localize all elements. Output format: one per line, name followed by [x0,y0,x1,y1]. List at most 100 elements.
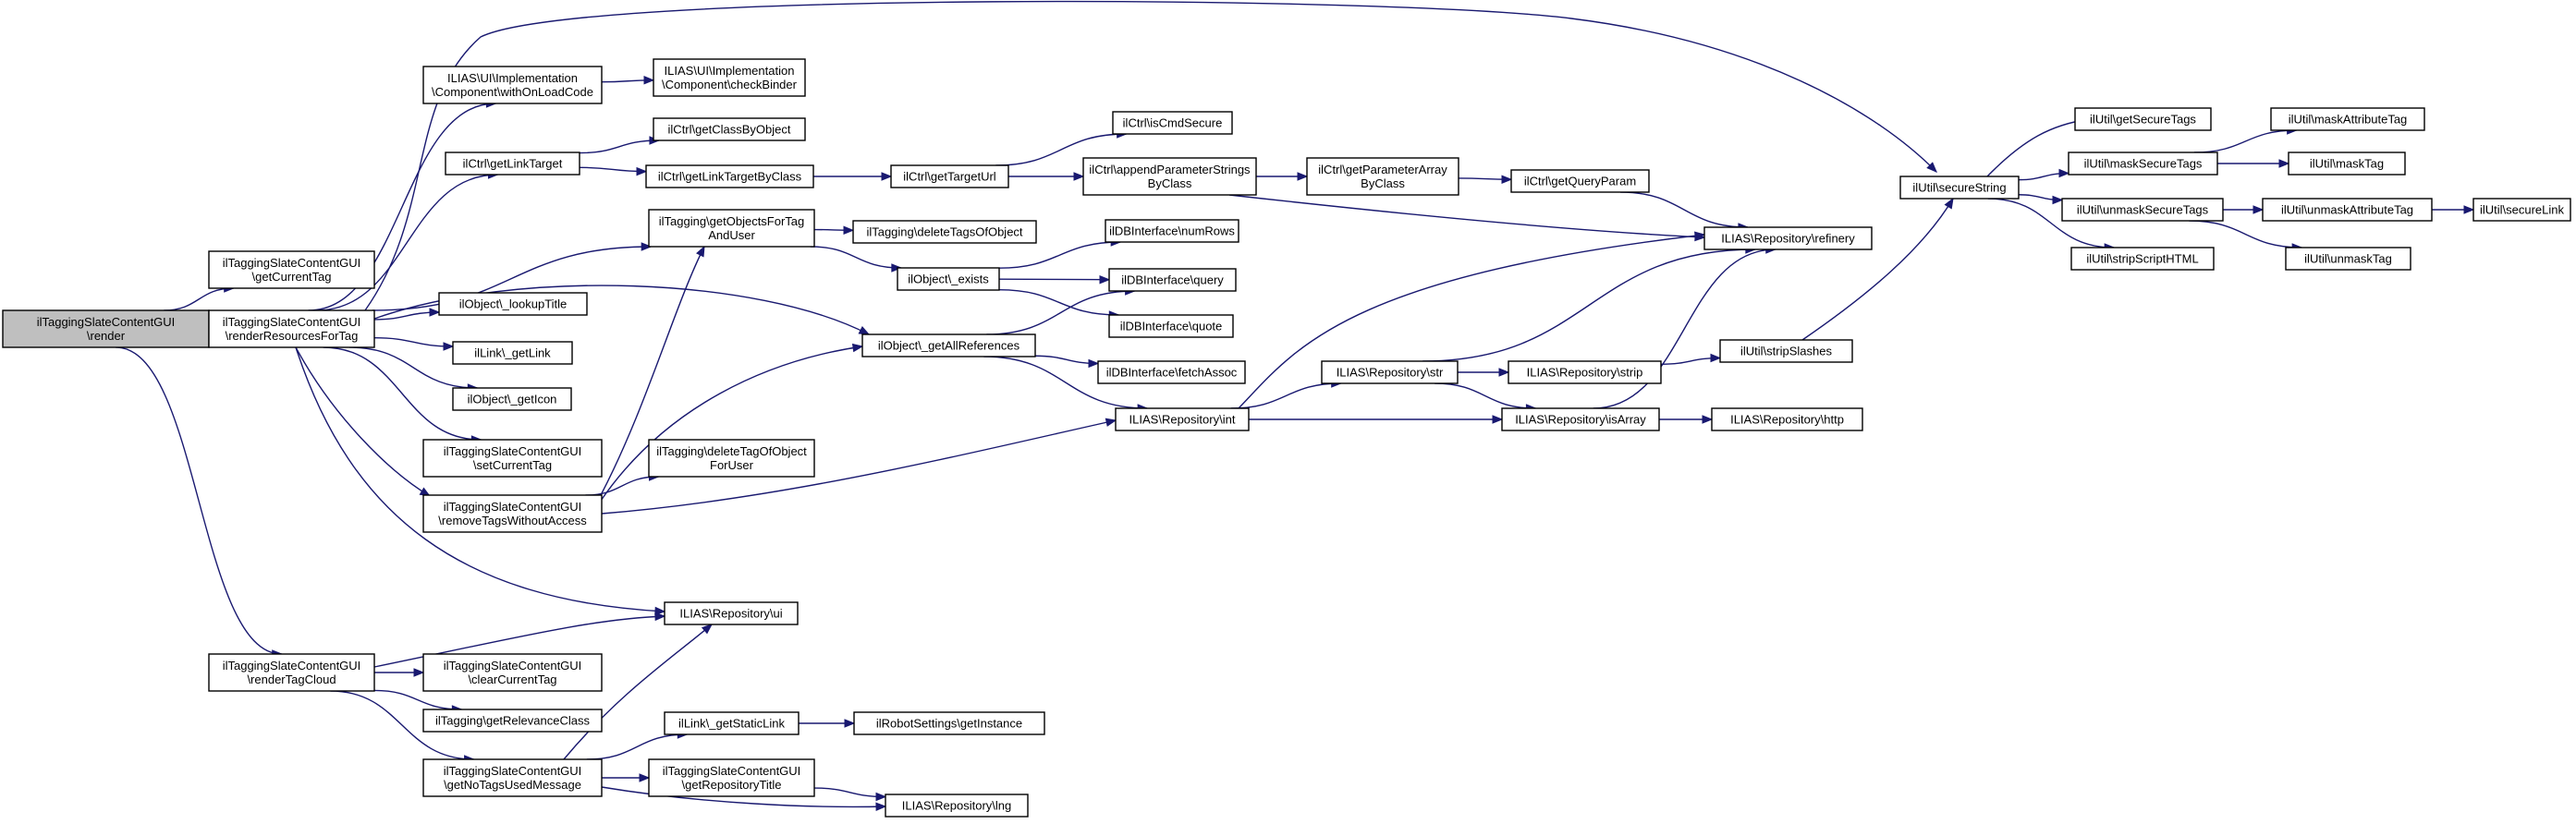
node-fetchAssoc[interactable]: ilDBInterface\fetchAssoc [1097,360,1246,384]
edge-getQueryParam-to-refinery [1620,191,1750,232]
node-numRows[interactable]: ilDBInterface\numRows [1105,219,1239,243]
node-http[interactable]: ILIAS\Repository\http [1711,407,1863,431]
edge-arrowhead [2058,168,2070,178]
node-label-line: \clearCurrentTag [468,673,556,686]
node-getLinkTarget[interactable]: ilCtrl\getLinkTarget [445,151,580,176]
node-label-line: ilTagging\deleteTagOfObject [656,444,807,458]
node-box [2472,198,2571,222]
node-label-line: ilTaggingSlateContentGUI [444,444,582,458]
node-isArray[interactable]: ILIAS\Repository\isArray [1501,407,1660,431]
node-label-line: ilCtrl\getParameterArray [1318,163,1447,176]
edge-line [579,166,647,173]
edge-arrowhead [1710,353,1722,363]
node-maskTag[interactable]: ilUtil\maskTag [2288,151,2406,176]
node-lng[interactable]: ILIAS\Repository\lng [885,794,1029,818]
node-label-line: ILIAS\Repository\refinery [1721,232,1855,246]
edge-isArray-to-http [1658,415,1714,424]
node-getInstance[interactable]: ilRobotSettings\getInstance [853,711,1045,735]
edge-removeTagsWithoutAccess-to-getObjectsForTagAndUser [600,245,705,496]
edge-line [600,246,705,496]
node-box [438,292,588,316]
node-getNoTagsUsedMessage[interactable]: ilTaggingSlateContentGUI\getNoTagsUsedMe… [422,758,603,797]
node-strip[interactable]: ILIAS\Repository\strip [1508,360,1662,384]
node-isCmdSecure[interactable]: ilCtrl\isCmdSecure [1112,111,1233,135]
node-box [208,309,375,348]
edge-arrowhead [1297,172,1309,181]
node-checkBinder[interactable]: ILIAS\UI\Implementation\Component\checkB… [653,58,806,97]
node-label-line: \getNoTagsUsedMessage [444,778,581,792]
node-box [853,711,1045,735]
node-secureString[interactable]: ilUtil\secureString [1899,176,2020,200]
node-getSecureTags[interactable]: ilUtil\getSecureTags [2074,107,2212,131]
node-label-line: ilDBInterface\numRows [1109,224,1235,238]
node-getTargetUrl[interactable]: ilCtrl\getTargetUrl [890,164,1009,188]
edge-line [316,174,498,311]
node-getClassByObject[interactable]: ilCtrl\getClassByObject [653,117,806,141]
node-label-line: ilTagging\getObjectsForTag [659,214,805,228]
edge-getRepositoryTitle-to-lng [813,787,887,802]
node-getAllReferences[interactable]: ilObject\_getAllReferences [861,333,1036,357]
node-deleteTagsOfObject[interactable]: ilTagging\deleteTagsOfObject [852,220,1037,244]
node-maskAttributeTag[interactable]: ilUtil\maskAttributeTag [2270,107,2425,131]
node-refinery[interactable]: ILIAS\Repository\refinery [1703,226,1873,250]
node-label-line: ILIAS\Repository\int [1129,413,1236,427]
node-unmaskSecureTags[interactable]: ilUtil\unmaskSecureTags [2061,198,2224,222]
node-box [422,66,603,104]
node-getIcon[interactable]: ilObject\_getIcon [452,387,572,411]
node-getCurrentTag[interactable]: ilTaggingSlateContentGUI\getCurrentTag [208,250,375,289]
node-label-line: \Component\withOnLoadCode [432,85,593,99]
node-setCurrentTag[interactable]: ilTaggingSlateContentGUI\setCurrentTag [422,439,603,478]
edge-renderResourcesForTag-to-lookupTitle [373,308,441,321]
node-label-line: ilTaggingSlateContentGUI [223,256,361,270]
node-exists[interactable]: ilObject\_exists [897,267,1000,291]
node-label-line: ByClass [1361,176,1405,190]
node-label-line: ilUtil\unmaskAttributeTag [2281,203,2413,217]
node-renderResourcesForTag[interactable]: ilTaggingSlateContentGUI\renderResources… [208,309,375,348]
node-stripScriptHTML[interactable]: ilUtil\stripScriptHTML [2070,247,2215,271]
edge-getStaticLink-to-getInstance [798,719,856,728]
node-secureLink[interactable]: ilUtil\secureLink [2472,198,2571,222]
node-label-line: ilUtil\maskSecureTags [2084,157,2203,171]
edge-line [586,733,688,760]
edge-line [983,356,1148,409]
node-getLink[interactable]: ilLink\_getLink [452,341,573,365]
node-clearCurrentTag[interactable]: ilTaggingSlateContentGUI\clearCurrentTag [422,653,603,692]
edge-getParameterArrayByClass-to-getQueryParam [1458,175,1513,184]
node-getQueryParam[interactable]: ilCtrl\getQueryParam [1510,169,1650,193]
edge-line [601,786,886,808]
node-getRepositoryTitle[interactable]: ilTaggingSlateContentGUI\getRepositoryTi… [648,758,815,797]
edge-getNoTagsUsedMessage-to-ui [563,624,714,760]
node-label-line: ilUtil\maskAttributeTag [2289,113,2408,127]
node-query[interactable]: ilDBInterface\query [1108,268,1237,292]
edge-line [813,787,886,798]
node-box [852,220,1037,244]
node-str[interactable]: ILIAS\Repository\str [1321,360,1459,384]
node-stripSlashes[interactable]: ilUtil\stripSlashes [1719,339,1853,363]
edge-str-to-strip [1458,368,1510,377]
node-getRelevanceClass[interactable]: ilTagging\getRelevanceClass [422,709,603,733]
node-ui[interactable]: ILIAS\Repository\ui [664,601,799,625]
node-getLinkTargetByClass[interactable]: ilCtrl\getLinkTargetByClass [645,164,814,188]
node-getStaticLink[interactable]: ilLink\_getStaticLink [664,711,800,735]
edge-renderResourcesForTag-to-getLinkTarget [316,170,499,311]
node-label-line: ILIAS\Repository\http [1730,413,1844,427]
node-box [422,709,603,733]
node-withOnLoadCode[interactable]: ILIAS\UI\Implementation\Component\withOn… [422,66,603,104]
node-unmaskTag[interactable]: ilUtil\unmaskTag [2285,247,2411,271]
node-renderTagCloud[interactable]: ilTaggingSlateContentGUI\renderTagCloud [208,653,375,692]
node-lookupTitle[interactable]: ilObject\_lookupTitle [438,292,588,316]
node-quote[interactable]: ilDBInterface\quote [1108,314,1234,338]
node-box [1510,169,1650,193]
edge-line [364,0,1937,311]
node-maskSecureTags[interactable]: ilUtil\maskSecureTags [2068,151,2218,176]
node-label-line: ilTaggingSlateContentGUI [223,315,361,329]
node-render[interactable]: ilTaggingSlateContentGUI\render [2,309,210,348]
node-removeTagsWithoutAccess[interactable]: ilTaggingSlateContentGUI\removeTagsWitho… [422,494,603,533]
node-label-line: ilUtil\stripSlashes [1740,345,1832,358]
node-unmaskAttributeTag[interactable]: ilUtil\unmaskAttributeTag [2262,198,2433,222]
node-int[interactable]: ILIAS\Repository\int [1115,407,1250,431]
